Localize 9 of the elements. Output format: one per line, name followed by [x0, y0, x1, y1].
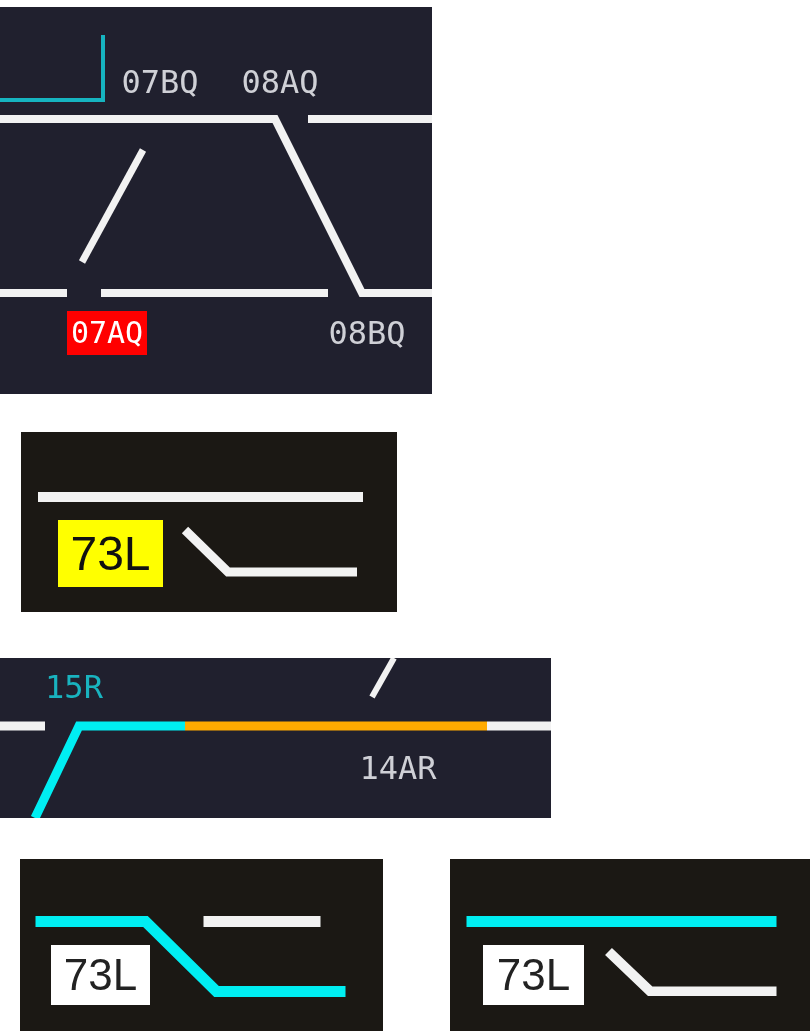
label-tag: 73L [51, 945, 150, 1005]
track-label: 08AQ [240, 65, 320, 99]
track-label: 07BQ [120, 65, 200, 99]
label-tag: 73L [58, 520, 163, 587]
track-label: 14AR [358, 751, 438, 785]
highlighted-label: 07AQ [67, 311, 147, 355]
track-label: 08BQ [327, 316, 407, 350]
track-label: 15R [44, 670, 104, 704]
label-tag: 73L [483, 945, 584, 1005]
